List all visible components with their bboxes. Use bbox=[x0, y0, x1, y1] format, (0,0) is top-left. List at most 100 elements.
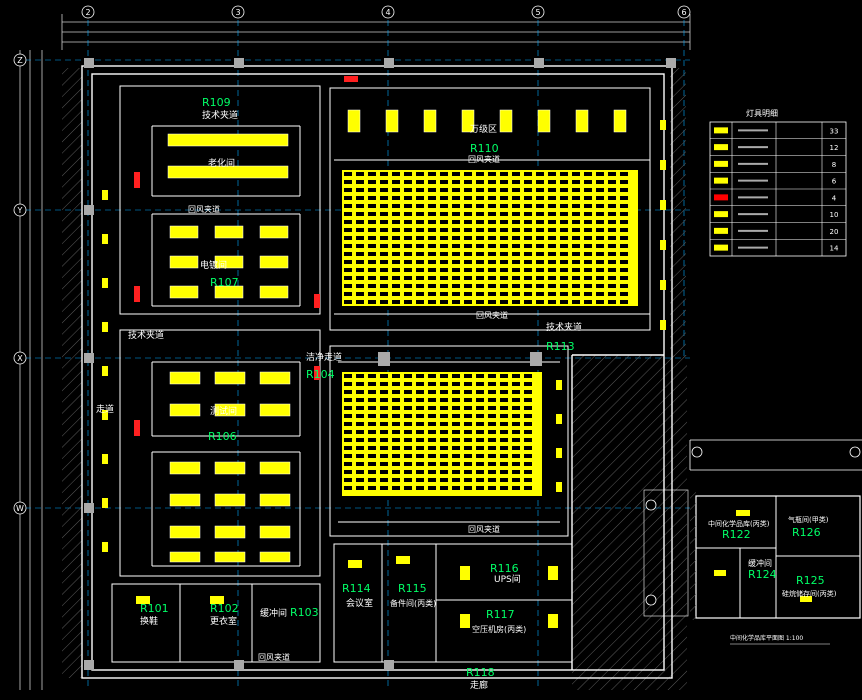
array-cell bbox=[500, 284, 508, 288]
array-cell bbox=[440, 390, 448, 394]
array-cell bbox=[380, 260, 388, 264]
array-cell bbox=[596, 180, 604, 184]
array-cell bbox=[536, 188, 544, 192]
array-cell bbox=[524, 188, 532, 192]
grid-axis-top-1: 3 bbox=[235, 8, 240, 17]
corridor-fixture bbox=[102, 410, 108, 420]
array-cell bbox=[428, 414, 436, 418]
array-cell bbox=[488, 196, 496, 200]
legend-qty: 8 bbox=[832, 161, 836, 169]
array-cell bbox=[452, 204, 460, 208]
array-cell bbox=[500, 390, 508, 394]
array-cell bbox=[596, 196, 604, 200]
array-cell bbox=[608, 268, 616, 272]
array-cell bbox=[428, 462, 436, 466]
array-cell bbox=[404, 268, 412, 272]
array-cell bbox=[500, 196, 508, 200]
array-cell bbox=[500, 268, 508, 272]
legend-symbol bbox=[714, 244, 728, 251]
array-cell bbox=[392, 260, 400, 264]
array-cell bbox=[356, 220, 364, 224]
light-fixture bbox=[537, 109, 551, 133]
legend-symbol bbox=[714, 127, 728, 134]
array-cell bbox=[536, 196, 544, 200]
array-cell bbox=[392, 276, 400, 280]
array-cell bbox=[572, 284, 580, 288]
array-cell bbox=[500, 430, 508, 434]
array-cell bbox=[536, 204, 544, 208]
array-cell bbox=[392, 406, 400, 410]
array-cell bbox=[524, 244, 532, 248]
array-cell bbox=[524, 228, 532, 232]
array-cell bbox=[512, 300, 520, 304]
array-cell bbox=[344, 430, 352, 434]
array-cell bbox=[560, 284, 568, 288]
array-cell bbox=[572, 172, 580, 176]
array-cell bbox=[500, 180, 508, 184]
array-cell bbox=[428, 172, 436, 176]
array-cell bbox=[584, 300, 592, 304]
light-fixture bbox=[214, 371, 246, 385]
array-cell bbox=[356, 172, 364, 176]
array-cell bbox=[356, 422, 364, 426]
array-cell bbox=[464, 236, 472, 240]
array-cell bbox=[452, 260, 460, 264]
array-cell bbox=[608, 220, 616, 224]
array-cell bbox=[560, 228, 568, 232]
room-name-r126: 气瓶间(甲类) bbox=[788, 515, 829, 524]
array-cell bbox=[476, 284, 484, 288]
light-fixture bbox=[214, 225, 244, 239]
room-code-r110: R110 bbox=[470, 142, 499, 155]
grid-bubbles-left: Z Y X W bbox=[13, 53, 27, 515]
light-fixture bbox=[214, 493, 246, 507]
array-cell bbox=[512, 486, 520, 490]
array-cell bbox=[416, 470, 424, 474]
array-cell bbox=[572, 252, 580, 256]
array-cell bbox=[500, 292, 508, 296]
array-cell bbox=[428, 228, 436, 232]
array-cell bbox=[404, 212, 412, 216]
array-cell bbox=[500, 470, 508, 474]
array-cell bbox=[380, 252, 388, 256]
array-cell bbox=[608, 180, 616, 184]
array-cell bbox=[536, 268, 544, 272]
array-cell bbox=[356, 390, 364, 394]
legend-qty: 6 bbox=[832, 178, 837, 186]
array-cell bbox=[500, 172, 508, 176]
array-cell bbox=[380, 390, 388, 394]
array-cell bbox=[452, 470, 460, 474]
corridor-label: 走道 bbox=[96, 403, 114, 415]
array-cell bbox=[380, 438, 388, 442]
light-fixture bbox=[136, 596, 150, 604]
array-cell bbox=[572, 228, 580, 232]
array-cell bbox=[464, 470, 472, 474]
light-fixture bbox=[214, 551, 246, 563]
legend-desc-line bbox=[738, 229, 768, 232]
corridor-fixture bbox=[660, 240, 666, 250]
array-cell bbox=[440, 204, 448, 208]
array-cell bbox=[536, 220, 544, 224]
array-cell bbox=[428, 406, 436, 410]
light-fixture bbox=[348, 560, 362, 568]
array-cell bbox=[428, 390, 436, 394]
array-cell bbox=[404, 180, 412, 184]
array-cell bbox=[380, 486, 388, 490]
array-cell bbox=[464, 382, 472, 386]
array-cell bbox=[452, 236, 460, 240]
array-cell bbox=[452, 390, 460, 394]
array-cell bbox=[416, 276, 424, 280]
array-cell bbox=[344, 292, 352, 296]
array-cell bbox=[548, 228, 556, 232]
array-cell bbox=[524, 454, 532, 458]
array-cell bbox=[416, 204, 424, 208]
array-cell bbox=[416, 430, 424, 434]
array-cell bbox=[368, 438, 376, 442]
room-name-r114: 会议室 bbox=[346, 597, 373, 609]
array-cell bbox=[404, 438, 412, 442]
array-cell bbox=[356, 382, 364, 386]
array-cell bbox=[608, 228, 616, 232]
array-cell bbox=[344, 220, 352, 224]
array-cell bbox=[500, 398, 508, 402]
array-cell bbox=[452, 382, 460, 386]
array-cell bbox=[404, 470, 412, 474]
